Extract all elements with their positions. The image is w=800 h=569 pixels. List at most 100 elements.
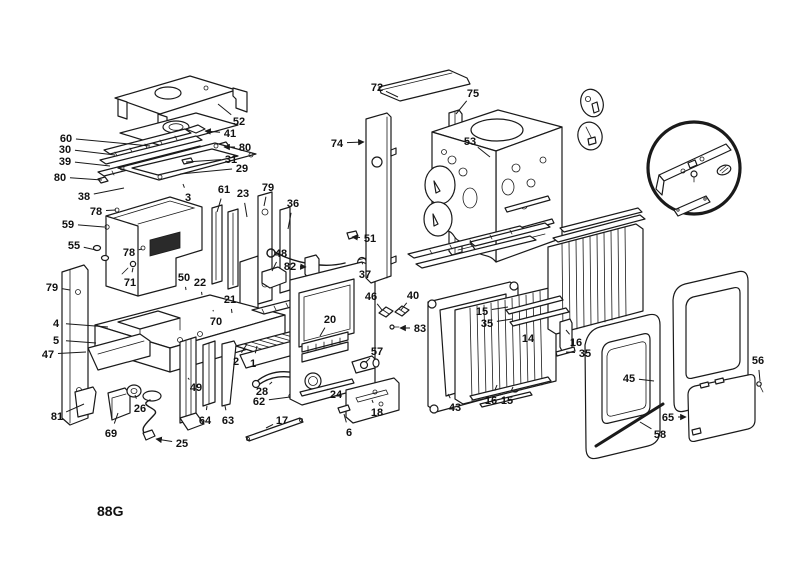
leader-line-15-56 [491,306,509,310]
part-label-20-44: 20 [324,314,336,326]
part-label-70-28: 70 [210,316,222,328]
leader-line-18-47 [371,399,374,403]
part-label-51-15: 51 [364,233,376,245]
part-label-16-61: 16 [485,395,497,407]
leader-line-35-57 [496,318,513,322]
part-label-56-67: 56 [752,355,764,367]
leader-line-16-59 [565,329,570,335]
part-label-22-26: 22 [194,277,206,289]
door-assembly [584,270,764,460]
leader-line-79-13 [263,196,267,207]
leader-line-59-20 [77,224,105,228]
part-label-35-57: 35 [481,318,493,330]
leader-line-78-22 [138,248,143,251]
leader-line-41-1 [204,128,221,135]
leader-line-29-7 [179,168,233,175]
part-label-53-55: 53 [464,136,476,148]
leader-line-30-4 [74,149,116,156]
part-label-78-19: 78 [90,206,102,218]
part-label-46-49: 46 [365,291,377,303]
part-label-39-6: 39 [59,156,71,168]
part-label-38-9: 38 [78,191,90,203]
part-label-69-33: 69 [105,428,117,440]
part-label-25-35: 25 [176,438,188,450]
leader-line-6-48 [343,413,347,423]
leader-line-31-5 [185,159,222,163]
leader-line-16-61 [494,384,498,391]
part-label-21-27: 21 [224,294,236,306]
base-assembly [74,294,286,441]
part-label-6-48: 6 [346,427,352,439]
part-label-50-25: 50 [178,272,190,284]
cabinet-assembly [365,69,563,284]
part-label-15-56: 15 [476,306,488,318]
leader-line-53-55 [477,146,491,158]
leader-line-69-33 [113,412,119,424]
part-label-3-10: 3 [185,192,191,204]
part-label-52-0: 52 [233,116,245,128]
leader-line-61-11 [216,198,222,213]
part-label-17-43: 17 [276,415,288,427]
part-label-78-22: 78 [123,247,135,259]
leader-line-36-14 [287,212,292,230]
part-label-43-63: 43 [449,402,461,414]
leader-line-52-0 [217,103,232,116]
detail-inset-circle [646,120,742,217]
part-label-36-14: 36 [287,198,299,210]
part-label-59-20: 59 [62,219,74,231]
part-label-37-18: 37 [359,269,371,281]
leader-line-79-24 [61,288,71,291]
leader-line-1-40 [254,345,258,354]
part-label-47-31: 47 [42,349,54,361]
leader-line-25-35 [155,436,173,444]
door-frame-assembly [289,261,400,424]
part-label-55-21: 55 [68,240,80,252]
part-label-49-36: 49 [190,382,202,394]
part-label-45-64: 45 [623,373,635,385]
leader-line-45-64 [638,378,655,382]
leader-line-38-9 [93,187,125,195]
leader-line-78-19 [105,209,117,212]
part-label-48-16: 48 [275,248,287,260]
leader-line-43-63 [447,393,451,399]
leader-line-60-2 [75,138,151,147]
part-label-63-38: 63 [222,415,234,427]
leader-line-20-44 [319,327,326,337]
part-label-24-45: 24 [330,389,343,401]
leader-line-62-42 [268,396,291,401]
part-label-15-62: 15 [501,395,513,407]
part-label-14-58: 14 [522,333,535,345]
leader-line-21-27 [230,308,233,314]
leader-line-57-46 [365,357,371,363]
diagram-code: 88G [97,503,124,519]
part-label-35-60: 35 [579,348,591,360]
leader-line-26-34 [134,394,137,399]
leader-line-46-49 [376,303,383,311]
part-label-61-11: 61 [218,184,230,196]
leader-line-64-37 [205,405,208,411]
part-label-62-42: 62 [253,396,265,408]
leader-line-2-39 [241,343,248,353]
part-label-58-65: 58 [654,429,666,441]
leader-line-39-6 [74,161,111,167]
part-label-16-59: 16 [570,337,582,349]
part-label-60-2: 60 [60,133,72,145]
leader-line-80-8 [69,177,103,181]
part-label-40-50: 40 [407,290,419,302]
leader-line-72-52 [385,90,399,98]
part-label-79-24: 79 [46,282,58,294]
wire-rod-assembly [261,230,368,289]
part-label-1-40: 1 [250,358,256,370]
leader-line-40-50 [400,302,408,311]
leader-line-63-38 [224,405,227,411]
leader-line-15-62 [510,386,514,392]
part-label-26-34: 26 [134,403,146,415]
leader-line-81-32 [65,403,85,413]
leader-line-49-36 [187,377,190,380]
leader-line-74-54 [346,138,365,146]
rear-panel-assembly [407,207,646,414]
part-label-83-51: 83 [414,323,426,335]
leader-line-5-30 [65,340,97,344]
